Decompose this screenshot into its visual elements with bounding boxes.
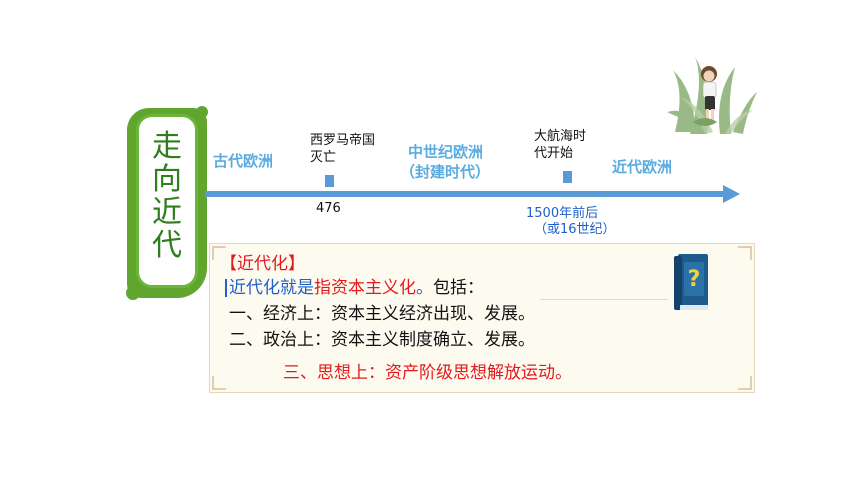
badge-ornament — [126, 286, 140, 300]
box-corner-ornament — [738, 376, 752, 390]
title-badge — [136, 114, 198, 288]
era-ancient-europe: 古代欧洲 — [213, 152, 274, 170]
definition-line: 近代化就是指资本主义化。包括： — [229, 278, 484, 298]
underline-rule — [540, 299, 668, 300]
box-corner-ornament — [212, 376, 226, 390]
girl-plant-illustration — [667, 57, 757, 134]
point-ideological: 三、思想上：资产阶级思想解放运动。 — [283, 363, 572, 383]
definition-heading: 【近代化】 — [220, 254, 305, 274]
timeline-arrow — [205, 185, 740, 203]
book-question-icon: ? — [674, 254, 708, 310]
box-corner-ornament — [212, 246, 226, 260]
era-feudal-note: （封建时代） — [400, 163, 491, 181]
year-label: 476 — [316, 201, 341, 216]
timeline-tick — [325, 175, 334, 187]
event-label: 大航海时 代开始 — [534, 129, 587, 161]
era-medieval-europe: 中世纪欧洲 — [408, 143, 484, 161]
text-cursor — [225, 279, 227, 297]
title-badge-text: 走 向 近 代 — [136, 130, 198, 262]
event-label: 西罗马帝国 灭亡 — [310, 133, 376, 165]
badge-char: 走 — [152, 129, 182, 164]
badge-ornament — [196, 106, 208, 118]
box-corner-ornament — [738, 246, 752, 260]
year-label: 1500年前后 （或16世纪） — [526, 206, 616, 237]
era-modern-europe: 近代欧洲 — [612, 158, 673, 176]
badge-char: 近 — [152, 195, 182, 230]
timeline-tick — [563, 171, 572, 183]
point-political: 二、政治上：资本主义制度确立、发展。 — [229, 330, 535, 350]
badge-char: 向 — [152, 162, 182, 197]
point-economic: 一、经济上：资本主义经济出现、发展。 — [229, 304, 535, 324]
definition-box — [209, 243, 755, 393]
badge-char: 代 — [152, 228, 182, 263]
question-mark: ? — [688, 267, 701, 292]
